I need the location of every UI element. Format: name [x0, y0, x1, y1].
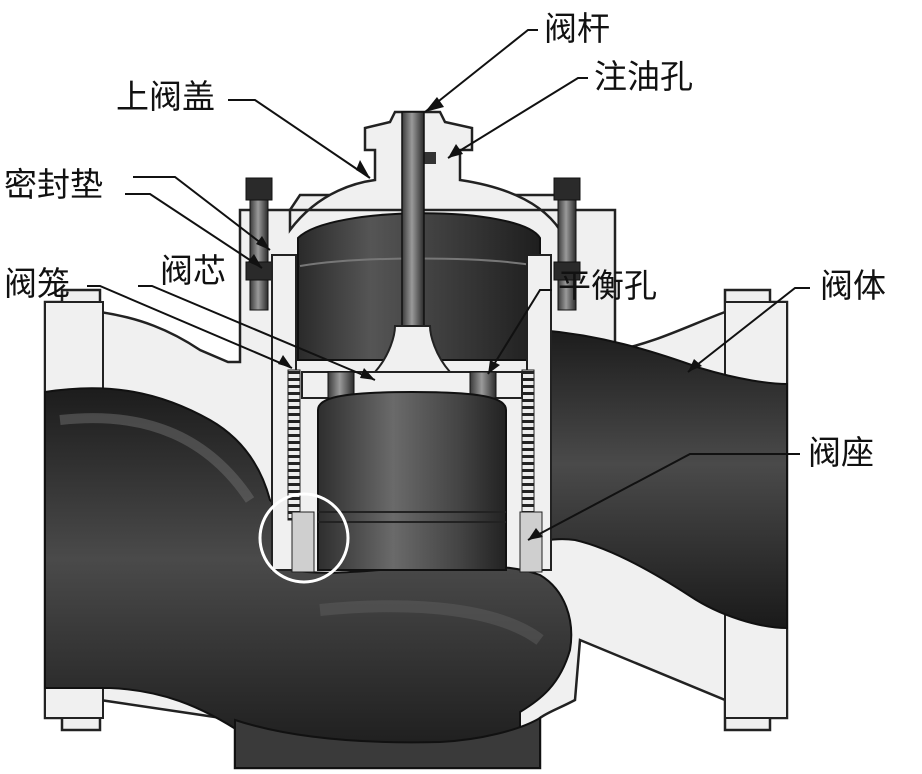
seat-ring-left	[291, 511, 315, 573]
seat-detail-circle	[258, 492, 350, 584]
arrowhead	[528, 528, 543, 540]
arrowhead	[356, 160, 370, 178]
seat-ring-right	[519, 511, 543, 573]
label-bonnet: 上阀盖	[116, 77, 215, 116]
leader-balance-hole	[487, 289, 552, 375]
arrowhead	[248, 254, 262, 268]
leader-seat	[527, 453, 800, 541]
arrowhead	[425, 97, 444, 112]
label-gasket: 密封垫	[4, 165, 103, 204]
label-balance-hole: 平衡孔	[558, 266, 657, 305]
leader-bonnet	[228, 99, 371, 179]
arrowhead	[488, 360, 500, 374]
plug-shape	[301, 325, 523, 571]
label-seat: 阀座	[808, 433, 874, 472]
flow-passage	[44, 328, 788, 769]
label-valve-stem: 阀杆	[544, 9, 610, 48]
bonnet-shape	[288, 110, 562, 235]
leader-oil-hole	[447, 77, 588, 159]
stem-shape	[401, 111, 425, 328]
arrowhead	[360, 368, 375, 380]
arrowhead	[256, 236, 270, 250]
bolt-left	[245, 177, 273, 311]
label-cage: 阀笼	[4, 264, 70, 303]
leader-body	[687, 287, 810, 373]
bolt-right	[553, 177, 581, 311]
arrowhead	[278, 355, 292, 368]
arrowhead	[688, 359, 702, 372]
label-oil-hole: 注油孔	[594, 57, 693, 96]
label-plug: 阀芯	[160, 251, 226, 290]
leader-cage	[87, 285, 293, 369]
label-body: 阀体	[820, 266, 886, 305]
leader-gasket-2	[125, 193, 263, 269]
arrowhead	[448, 144, 463, 158]
leader-gasket-1	[133, 176, 271, 251]
leader-plug	[138, 285, 376, 381]
leader-stem	[424, 29, 538, 113]
